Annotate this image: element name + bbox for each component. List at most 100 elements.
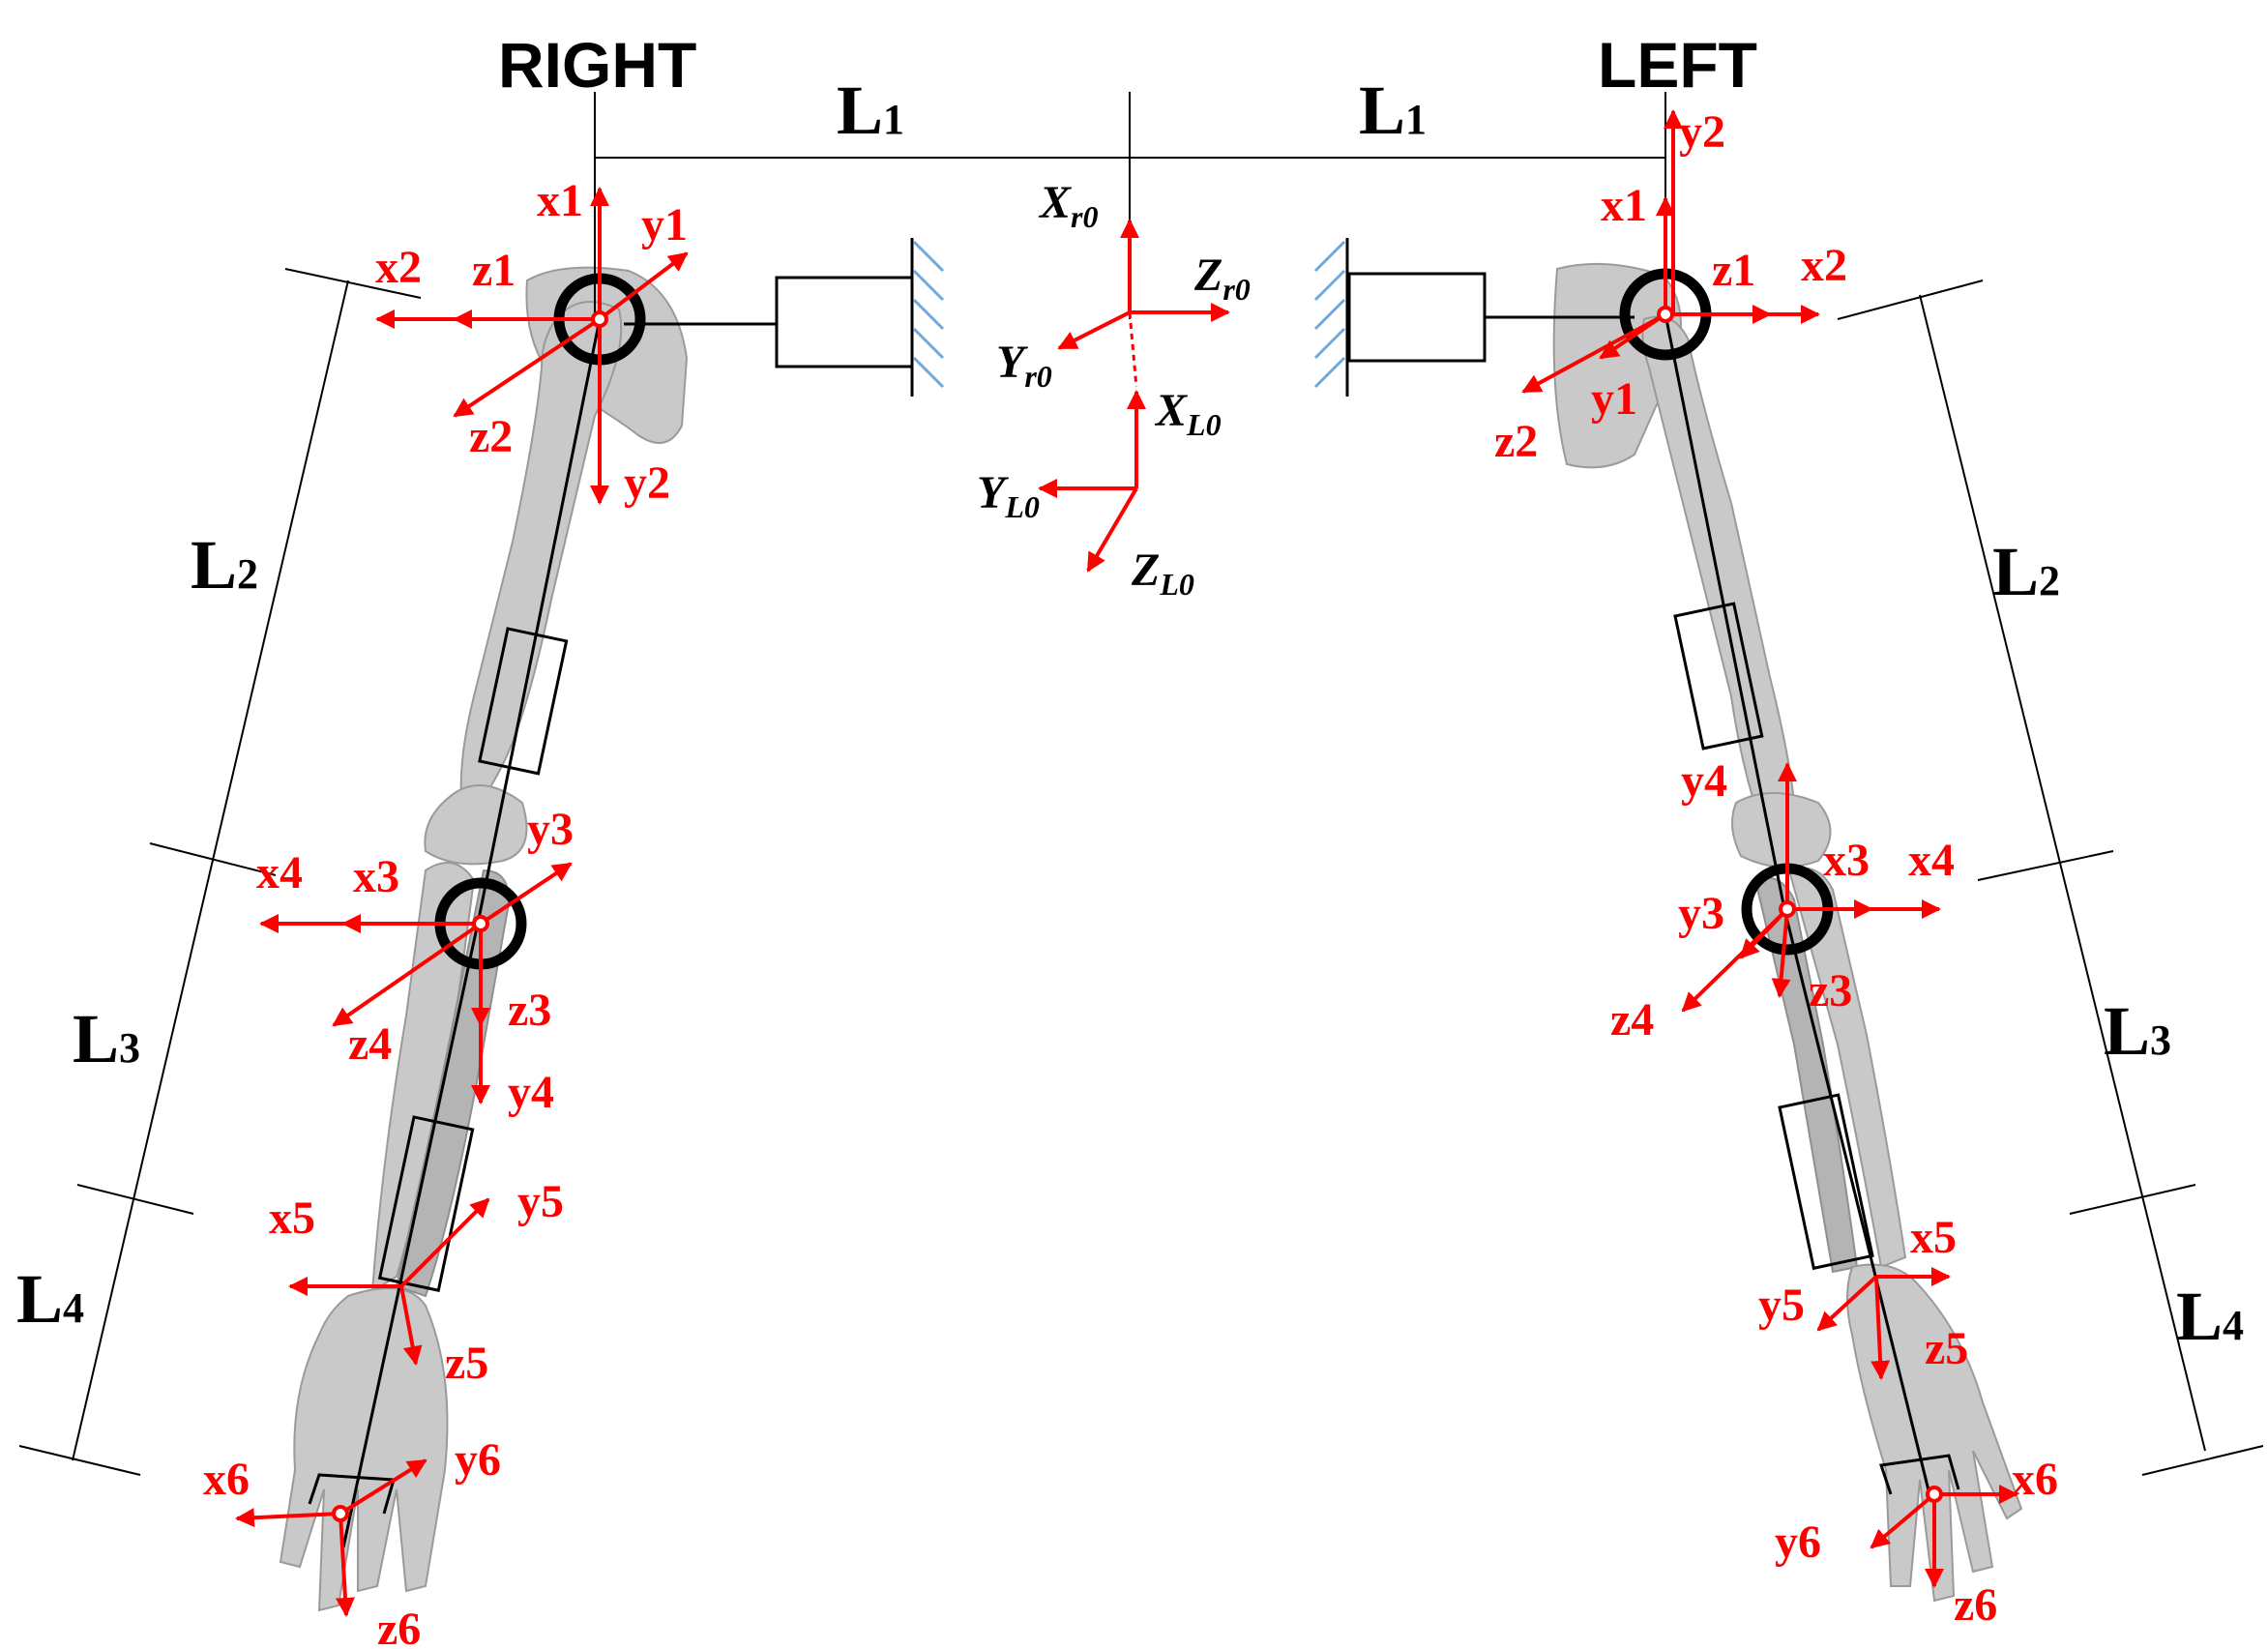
right-dim-tick-wrist: [76, 1184, 194, 1215]
left-elbow: [1731, 792, 1832, 869]
left-hand: [1846, 1263, 2023, 1603]
length-l1-right: L1: [837, 72, 904, 149]
base-frame-right: [1057, 219, 1230, 388]
left-z4-axis: [1681, 907, 1789, 1013]
right-label-z2: z2: [469, 411, 513, 462]
length-l4-left: L4: [2176, 1278, 2244, 1355]
label-zr0: Zr0: [1193, 250, 1251, 307]
left-dim-tick-elbow: [1977, 850, 2114, 881]
right-hand-bracket: [308, 1473, 396, 1515]
left-label-z2: z2: [1494, 416, 1538, 467]
left-dim-tick-wrist: [2069, 1184, 2196, 1215]
left-dim-tick-top: [1837, 280, 1984, 320]
right-wall-hatching: [912, 240, 945, 389]
left-upper-link: [1664, 313, 1786, 910]
right-arm-axes: [235, 187, 689, 1617]
right-lower-actuator: [377, 1115, 475, 1292]
right-elbow: [424, 784, 528, 866]
right-y3-axis: [479, 862, 573, 926]
right-frame6-origin: [332, 1505, 349, 1522]
right-label-y6: y6: [455, 1434, 501, 1486]
length-l3-left: L3: [2104, 992, 2171, 1070]
right-dim-line: [72, 280, 349, 1461]
left-base-actuator: [1313, 238, 1635, 397]
right-dim-tick-elbow: [149, 842, 277, 876]
base-link-dashed: [1128, 311, 1138, 388]
right-frame3-origin: [472, 915, 489, 932]
left-arm-bones: [1552, 262, 2023, 1603]
left-scapula: [1552, 262, 1682, 469]
label-yr0: Yr0: [996, 337, 1052, 394]
right-side-title: RIGHT: [498, 29, 696, 101]
right-z2-axis: [453, 317, 602, 418]
length-l2-right: L2: [191, 526, 258, 604]
right-label-x4: x4: [256, 847, 303, 898]
right-upper-actuator: [478, 627, 569, 776]
left-label-z3: z3: [1809, 965, 1852, 1016]
left-frame3-origin: [1779, 900, 1796, 918]
right-label-z1: z1: [472, 245, 515, 296]
base-frame-left: [1038, 390, 1146, 573]
right-base-actuator: [624, 238, 945, 397]
right-label-y5: y5: [517, 1176, 564, 1227]
right-upper-link: [477, 318, 602, 920]
left-label-x5: x5: [1910, 1212, 1957, 1263]
right-dimension-lines: [18, 268, 422, 1476]
left-label-x6: x6: [2012, 1454, 2058, 1505]
left-dimension-lines: [1837, 280, 2264, 1476]
zl0-axis: [1086, 486, 1138, 573]
label-xr0: Xr0: [1038, 177, 1098, 234]
right-y1-axis: [598, 251, 689, 321]
right-z6-axis: [335, 1513, 355, 1617]
left-actuator-block: [1347, 272, 1487, 363]
right-label-y1: y1: [641, 199, 688, 250]
left-label-x1: x1: [1601, 180, 1647, 231]
length-l2-left: L2: [1992, 533, 2060, 610]
right-label-x1: x1: [537, 175, 583, 226]
left-label-x4: x4: [1908, 835, 1955, 886]
label-zl0: ZL0: [1131, 545, 1194, 602]
left-side-title: LEFT: [1598, 29, 1757, 101]
right-z5-axis: [399, 1285, 423, 1366]
left-lower-actuator: [1778, 1093, 1874, 1271]
right-label-y4: y4: [508, 1067, 554, 1118]
left-hand-bracket: [1879, 1454, 1960, 1495]
length-l1-left: L1: [1359, 72, 1427, 149]
left-label-y3: y3: [1678, 888, 1724, 939]
yr0-axis: [1057, 310, 1131, 350]
label-xl0: XL0: [1154, 385, 1222, 442]
right-frame1-origin: [591, 310, 608, 328]
right-label-x3: x3: [353, 851, 399, 902]
left-label-z1: z1: [1712, 245, 1755, 296]
right-label-x6: x6: [203, 1454, 250, 1505]
left-z5-axis: [1870, 1276, 1891, 1380]
length-l4-right: L4: [16, 1260, 84, 1338]
left-label-z6: z6: [1954, 1579, 1997, 1631]
left-dim-line: [1919, 294, 2206, 1452]
right-label-z6: z6: [377, 1604, 421, 1649]
left-z3-axis: [1771, 908, 1791, 998]
right-label-y2: y2: [624, 457, 670, 509]
left-wall-hatching: [1313, 240, 1346, 389]
left-label-x3: x3: [1823, 835, 1870, 886]
left-dim-tick-bottom: [2141, 1445, 2264, 1476]
left-label-x2: x2: [1801, 240, 1847, 291]
left-label-y4: y4: [1681, 755, 1727, 807]
right-label-y3: y3: [527, 804, 574, 855]
left-frame1-origin: [1657, 306, 1674, 323]
left-label-y5: y5: [1758, 1280, 1805, 1331]
right-dim-tick-top: [284, 268, 422, 299]
right-label-z3: z3: [508, 985, 551, 1036]
left-z2-axis: [1521, 312, 1666, 394]
left-upper-actuator: [1673, 602, 1764, 751]
left-radius: [1787, 867, 1907, 1269]
left-lower-link: [1782, 908, 1931, 1495]
length-l3-right: L3: [73, 1000, 140, 1077]
right-lower-link: [341, 918, 481, 1548]
left-label-y1: y1: [1591, 373, 1637, 425]
left-arm-axes: [1521, 109, 2018, 1588]
left-y6-axis: [1870, 1492, 1936, 1549]
left-y5-axis: [1816, 1275, 1878, 1332]
